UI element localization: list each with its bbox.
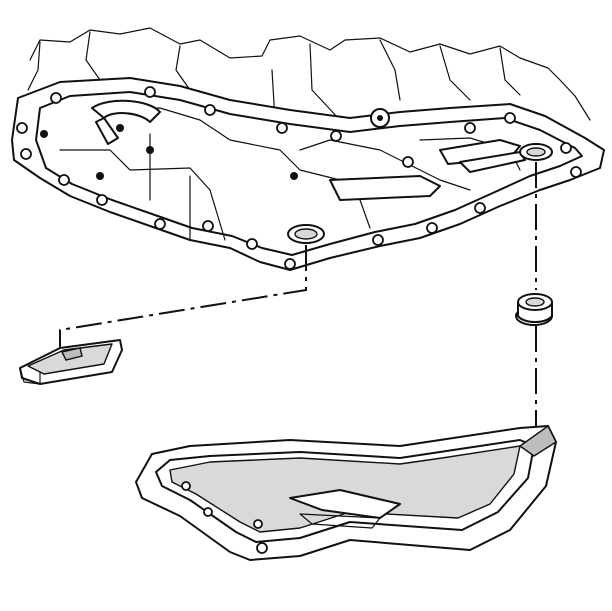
oil-pan: [135, 424, 557, 561]
filter-seal: [515, 293, 553, 326]
bolt-holes: [16, 86, 582, 270]
transmission-case: [11, 27, 605, 271]
leader-line-filter: [59, 245, 307, 350]
transmission-filter: [19, 339, 123, 385]
